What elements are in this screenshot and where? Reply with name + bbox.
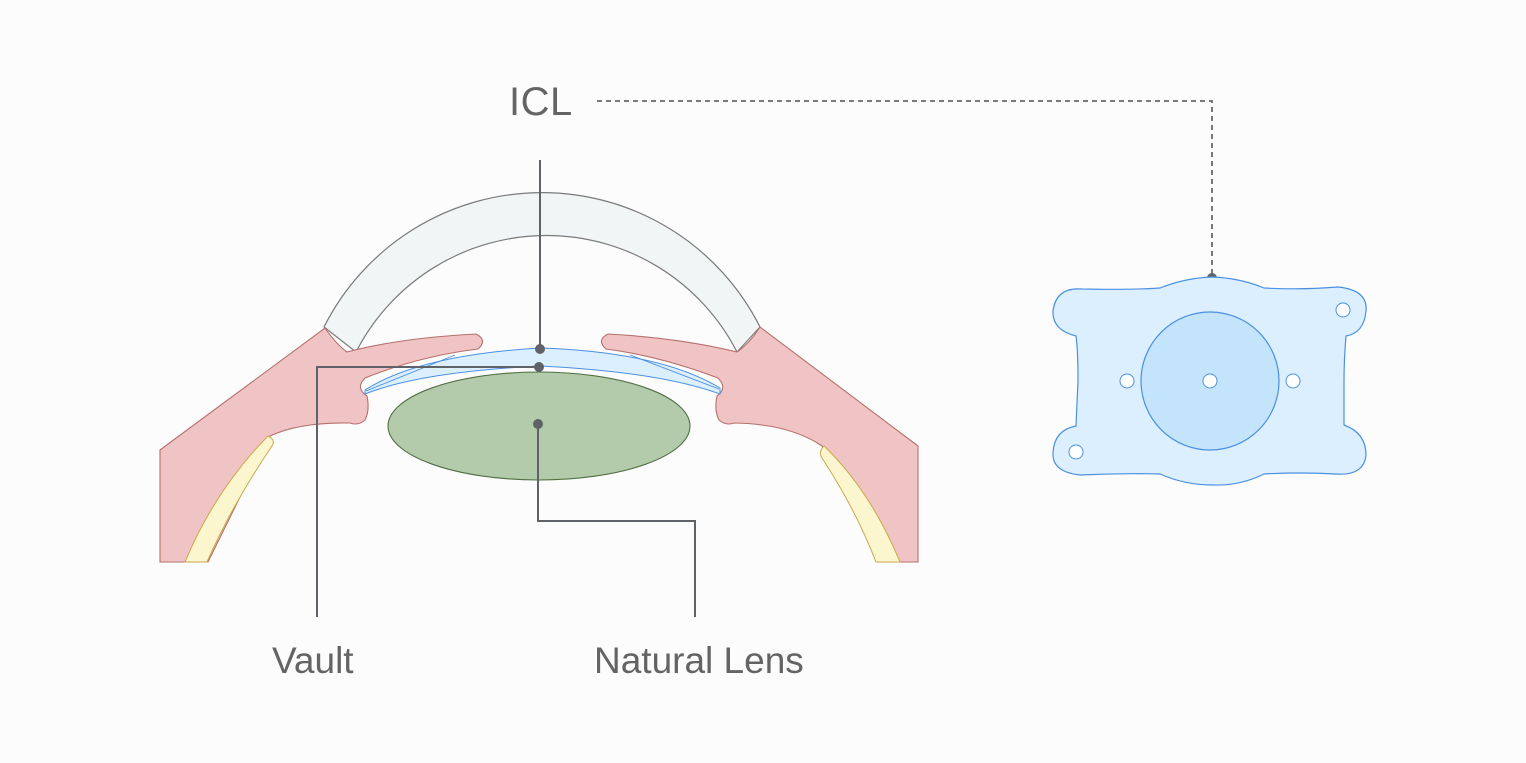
- right-ciliary-body: [819, 445, 901, 563]
- icl-central-port: [1202, 373, 1218, 389]
- natural-lens-marker-dot: [533, 419, 543, 429]
- icl-haptic-right: [629, 354, 720, 390]
- icl-top-right-hole: [1335, 302, 1351, 318]
- icl-bottom-left-hole: [1068, 444, 1084, 460]
- cornea: [323, 191, 761, 354]
- icl-implant-side: [364, 347, 721, 395]
- vault-label: Vault: [272, 640, 354, 681]
- icl-haptic-left: [365, 354, 456, 392]
- left-iris: [159, 327, 484, 563]
- icl-right-hole: [1285, 373, 1301, 389]
- icl-marker-dot: [535, 344, 545, 354]
- vault-leader-line: [316, 366, 539, 617]
- natural-lens-label: Natural Lens: [594, 640, 804, 681]
- vault-marker-dot: [534, 362, 544, 372]
- icl-dashed-connector: [597, 100, 1213, 278]
- left-ciliary-body: [184, 435, 274, 563]
- icl-left-hole: [1119, 373, 1135, 389]
- icl-label: ICL: [509, 80, 573, 124]
- natural-lens-leader-line: [537, 424, 696, 617]
